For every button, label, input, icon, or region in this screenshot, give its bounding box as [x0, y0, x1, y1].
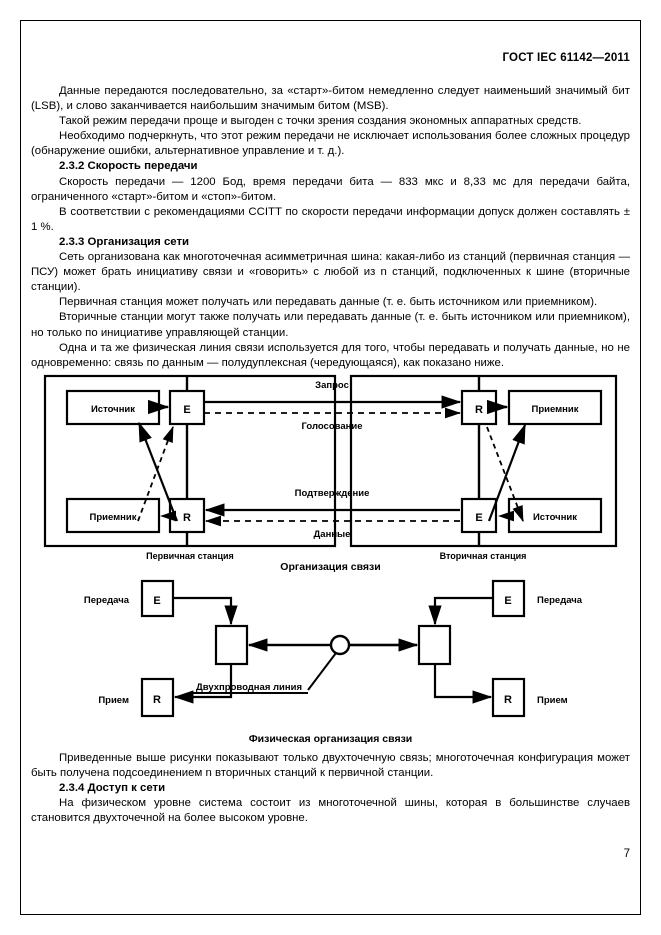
paragraph-point-to-point: Приведенные выше рисунки показывают толь… — [31, 751, 630, 779]
secondary-station-caption: Вторичная станция — [440, 551, 527, 561]
fig2-node-e-left — [140, 579, 175, 617]
fig2-hybrid-right — [417, 624, 452, 665]
fig2-node-r-left-label: R — [153, 694, 161, 706]
link-request-label: Запрос — [315, 380, 349, 391]
fig2-line-tap-circle — [329, 634, 351, 655]
tail-text-block: Приведенные выше рисунки показывают толь… — [31, 751, 630, 826]
fig2-label-receive-left: Прием — [98, 695, 129, 706]
fig2-node-e-right — [491, 579, 526, 617]
box-source-primary-label: Источник — [91, 404, 135, 415]
primary-station-frame — [43, 374, 337, 547]
arrow-cross-down-primary — [137, 421, 179, 522]
fig2-hybrid-left — [214, 624, 249, 665]
paragraph-serial-transmission: Данные передаются последовательно, за «с… — [31, 85, 630, 113]
paragraph-simple-mode: Такой режим передачи проще и выгоден с т… — [59, 115, 582, 128]
arrow-cross-up-primary — [137, 425, 174, 522]
node-e-primary — [168, 389, 206, 425]
box-source-secondary — [507, 497, 603, 533]
node-e-secondary-label: E — [475, 512, 482, 524]
fig2-node-e-right-label: E — [504, 595, 511, 607]
link-data-label: Данные — [314, 529, 351, 540]
fig2-node-r-left — [140, 677, 175, 717]
section-heading-2-3-4: 2.3.4 Доступ к сети — [59, 781, 166, 794]
box-source-primary — [65, 389, 161, 425]
node-r-secondary — [460, 389, 498, 425]
paragraph-baud-rate: Скорость передачи — 1200 Бод, время пере… — [31, 175, 630, 203]
fig2-label-transmit-right: Передача — [537, 595, 583, 606]
box-receiver-primary-label: Приемник — [90, 512, 137, 523]
node-r-secondary-label: R — [475, 404, 483, 416]
fig2-label-receive-right: Прием — [537, 695, 568, 706]
fig2-label-two-wire-line: Двухпроводная линия — [196, 682, 302, 693]
fig2-node-e-left-label: E — [153, 595, 160, 607]
figure2-svg: E Передача R Прием E Передача R — [84, 579, 583, 717]
fig2-path-e-to-hybrid-left — [173, 596, 238, 626]
box-source-secondary-label: Источник — [533, 512, 577, 523]
node-r-primary-label: R — [183, 512, 191, 524]
document-header-standard-number: ГОСТ IEC 61142—2011 — [502, 52, 630, 64]
secondary-station-frame — [349, 374, 618, 547]
section-heading-2-3-3: 2.3.3 Организация сети — [59, 235, 190, 248]
box-receiver-primary — [65, 497, 161, 533]
arrow-cross-down-secondary — [486, 426, 524, 522]
paragraph-secondary-stations: Вторичные станции могут также получать и… — [31, 311, 630, 339]
fig2-path-hybrid-to-r-left — [173, 663, 233, 704]
link-polling-label: Голосование — [301, 421, 362, 432]
fig2-node-r-right-label: R — [504, 694, 512, 706]
box-receiver-secondary — [507, 389, 603, 425]
fig2-node-r-right — [491, 677, 526, 717]
figure2-caption: Физическая организация связи — [248, 732, 413, 745]
paragraph-complex-procedures: Необходимо подчеркнуть, что этот режим п… — [31, 130, 630, 158]
paragraph-primary-station: Первичная станция может получать или пер… — [59, 296, 598, 309]
paragraph-half-duplex: Одна и та же физическая линия связи испо… — [31, 341, 630, 369]
section-heading-2-3-2: 2.3.2 Скорость передачи — [59, 160, 198, 173]
fig2-path-hybrid-to-r-right — [433, 663, 493, 704]
figure1-svg: Источник Приемник E R R E Приемник — [43, 374, 618, 561]
fig2-leader-line — [307, 652, 337, 691]
box-receiver-secondary-label: Приемник — [532, 404, 579, 415]
figure1-caption: Организация связи — [280, 560, 381, 573]
page-number: 7 — [623, 848, 630, 860]
figure-communication-organization: Источник Приемник E R R E Приемник — [31, 371, 630, 573]
fig2-label-transmit-left: Передача — [84, 595, 130, 606]
arrow-cross-up-secondary — [487, 423, 527, 522]
document-body: Данные передаются последовательно, за «с… — [31, 84, 630, 826]
paragraph-ccitt-tolerance: В соответствии с рекомендациями CCITT по… — [31, 205, 630, 233]
paragraph-physical-level: На физическом уровне система состоит из … — [31, 797, 630, 825]
paragraph-network-bus: Сеть организована как многоточечная асим… — [31, 251, 630, 294]
primary-station-caption: Первичная станция — [146, 551, 234, 561]
figure-physical-communication-organization: E Передача R Прием E Передача R — [31, 573, 630, 745]
node-e-primary-label: E — [183, 404, 190, 416]
fig2-path-e-to-hybrid-right — [428, 596, 493, 626]
link-ack-label: Подтверждение — [295, 488, 370, 499]
